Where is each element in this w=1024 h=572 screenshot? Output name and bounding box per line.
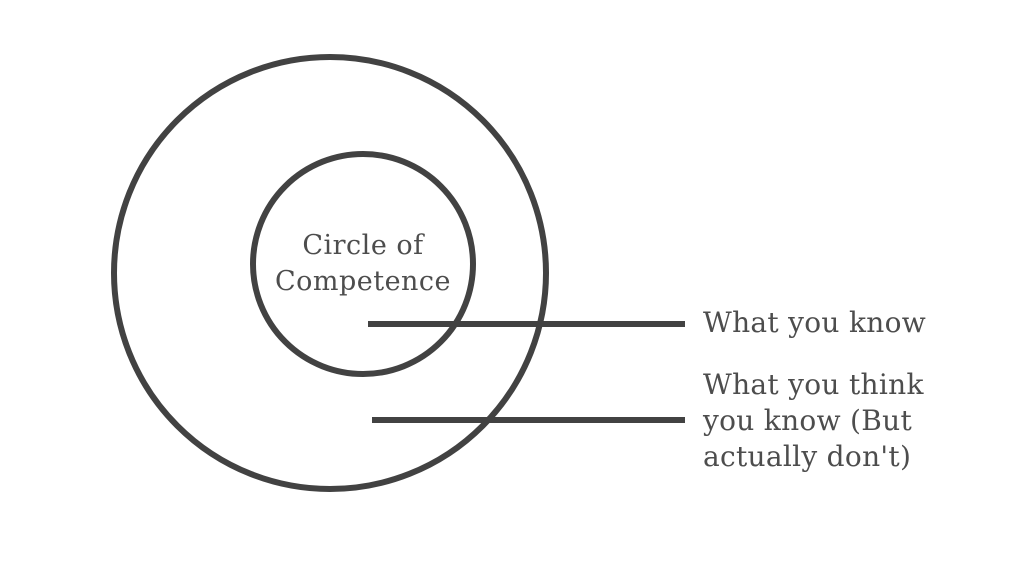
inner-circle-label-line-1: Circle of (302, 230, 424, 261)
outer-circle (111, 54, 549, 492)
inner-circle-label-line-2: Competence (274, 266, 452, 297)
annotation-what-you-think-line-3: actually don't) (703, 440, 912, 473)
annotation-what-you-know-line-1: What you know (703, 306, 926, 339)
inner-circle-label: Circle of Competence (203, 228, 523, 300)
annotation-what-you-know: What you know (703, 305, 926, 341)
annotation-what-you-think-line-1: What you think (703, 368, 924, 401)
annotation-what-you-think-line-2: you know (But (703, 404, 913, 437)
inner-circle (250, 151, 476, 377)
annotation-what-you-think-you-know: What you think you know (But actually do… (703, 367, 924, 475)
